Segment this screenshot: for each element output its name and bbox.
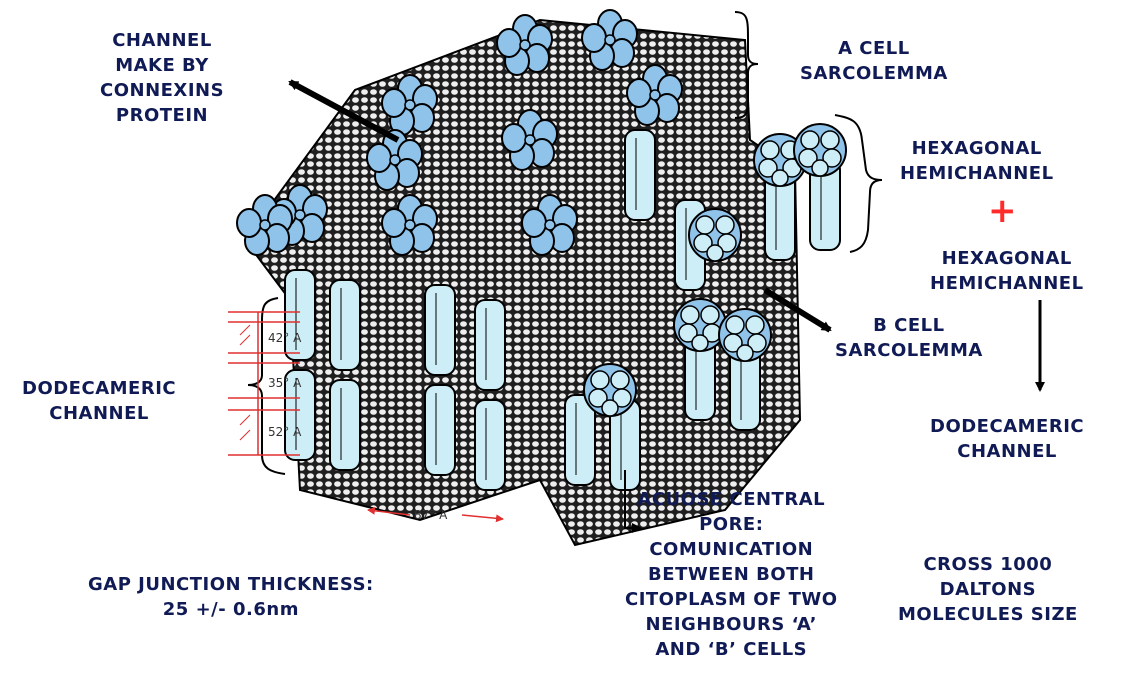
measure-42: 42° A xyxy=(268,331,301,345)
measure-52: 52° A xyxy=(268,425,301,439)
b-cell-label: B CELL SARCOLEMMA xyxy=(835,313,983,363)
plus-sign: + xyxy=(988,194,1017,228)
a-cell-label: A CELL SARCOLEMMA xyxy=(800,36,948,86)
connexins-label: CHANNEL MAKE BY CONNEXINS PROTEIN xyxy=(100,28,224,128)
hexagonal-hemichannel-label-2: HEXAGONAL HEMICHANNEL xyxy=(930,246,1084,296)
measure-87: 87° A xyxy=(414,508,447,522)
dodecameric-label-right: DODECAMERIC CHANNEL xyxy=(930,414,1084,464)
central-pore-label: ACUOSE CENTRAL PORE: COMUNICATION BETWEE… xyxy=(625,487,838,662)
hexagonal-hemichannel-label-1: HEXAGONAL HEMICHANNEL xyxy=(900,136,1054,186)
cross-size-label: CROSS 1000 DALTONS MOLECULES SIZE xyxy=(898,552,1078,627)
thickness-label: GAP JUNCTION THICKNESS: 25 +/- 0.6nm xyxy=(88,572,374,622)
measure-35: 35° A xyxy=(268,376,301,390)
dodecameric-label-left: DODECAMERIC CHANNEL xyxy=(22,376,176,426)
